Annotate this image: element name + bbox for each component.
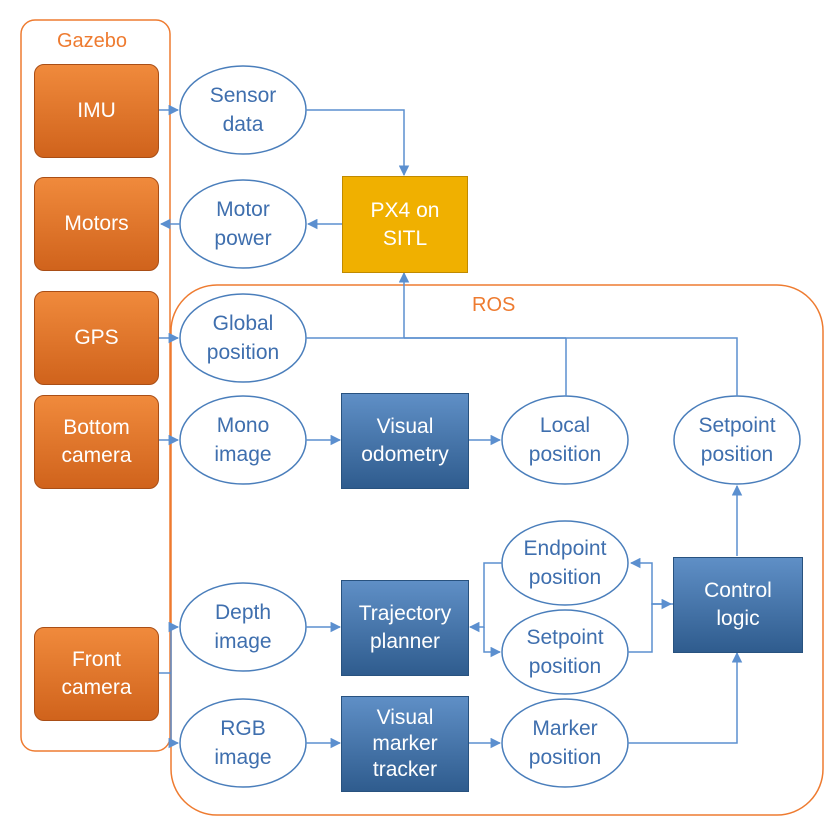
- motors-label: Motors: [64, 212, 129, 235]
- mono-image-label: Mono image: [180, 396, 306, 484]
- marker-position-line1: Marker: [532, 717, 598, 740]
- line-setpoint-position-bus: [404, 337, 738, 396]
- control-logic-block: Control logic: [673, 557, 803, 653]
- trajectory-planner-block: Trajectory planner: [341, 580, 469, 676]
- depth-image-label: Depth image: [180, 583, 306, 671]
- setpoint-position-mid-line1: Setpoint: [526, 626, 604, 649]
- setpoint-position-top-line1: Setpoint: [698, 414, 776, 437]
- visual-marker-tracker-block: Visual marker tracker: [341, 696, 469, 792]
- arrow-sensor-data-px4: [306, 109, 410, 177]
- local-position-line2: position: [528, 443, 602, 466]
- imu-block: IMU: [34, 64, 159, 158]
- control-logic-line2: logic: [716, 607, 760, 630]
- depth-image-line1: Depth: [214, 601, 272, 624]
- endpoint-position-line1: Endpoint: [523, 537, 607, 560]
- global-position-line2: position: [206, 341, 280, 364]
- motor-power-label: Motor power: [180, 180, 306, 268]
- imu-label: IMU: [77, 99, 116, 122]
- sensor-data-line2: data: [222, 113, 264, 136]
- arrow-marker-position-control-logic: [628, 651, 743, 744]
- mono-image-line2: image: [214, 443, 272, 466]
- gps-label: GPS: [74, 326, 119, 349]
- endpoint-position-line2: position: [528, 566, 602, 589]
- global-position-label: Global position: [180, 294, 306, 382]
- arrow-setpoint-mid-control-logic: [628, 598, 673, 653]
- bottom-camera-label-line2: camera: [61, 444, 132, 467]
- front-camera-label-line1: Front: [71, 648, 121, 671]
- setpoint-position-mid-line2: position: [528, 655, 602, 678]
- setpoint-position-top-line2: position: [700, 443, 774, 466]
- endpoint-position-label: Endpoint position: [502, 521, 628, 605]
- control-logic-line1: Control: [704, 579, 772, 602]
- visual-odometry-block: Visual odometry: [341, 393, 469, 489]
- local-position-ellipse: [501, 395, 629, 485]
- arrow-control-logic-endpoint: [629, 557, 673, 605]
- arrow-front-camera-depth: [168, 621, 180, 743]
- visual-marker-tracker-line3: tracker: [372, 758, 438, 781]
- depth-image-line2: image: [214, 630, 272, 653]
- bottom-camera-label-line1: Bottom: [63, 416, 130, 439]
- arrow-planner-to-setpoint-mid: [483, 627, 502, 658]
- motors-block: Motors: [34, 177, 159, 271]
- global-position-line1: Global: [212, 312, 274, 335]
- gps-block: GPS: [34, 291, 159, 385]
- motor-power-line2: power: [214, 227, 272, 250]
- setpoint-position-mid-label: Setpoint position: [502, 610, 628, 694]
- px4-sitl-block: PX4 on SITL: [342, 176, 468, 273]
- mono-image-line1: Mono: [216, 414, 270, 437]
- trajectory-planner-line2: planner: [369, 630, 441, 653]
- visual-marker-tracker-line2: marker: [372, 732, 438, 755]
- sensor-data-label: Sensor data: [180, 66, 306, 154]
- px4-label-line2: SITL: [382, 226, 428, 250]
- ros-title: ROS: [472, 294, 516, 316]
- visual-odometry-line1: Visual: [376, 415, 434, 438]
- front-camera-block: Front camera: [34, 627, 159, 721]
- sensor-data-line1: Sensor: [209, 84, 277, 107]
- marker-position-label: Marker position: [502, 699, 628, 787]
- rgb-image-label: RGB image: [180, 699, 306, 787]
- front-camera-label-line2: camera: [61, 676, 132, 699]
- gazebo-group-border: [20, 19, 171, 752]
- arrow-endpoint-to-planner: [468, 562, 502, 633]
- px4-label-line1: PX4 on: [370, 198, 440, 222]
- local-position-label: Local position: [502, 396, 628, 484]
- rgb-image-line2: image: [214, 746, 272, 769]
- trajectory-planner-line1: Trajectory: [358, 602, 452, 625]
- visual-marker-tracker-line1: Visual: [376, 706, 434, 729]
- marker-position-line2: position: [528, 746, 602, 769]
- ros-group-border: [170, 284, 824, 816]
- bottom-camera-block: Bottom camera: [34, 395, 159, 489]
- setpoint-position-top-label: Setpoint position: [674, 396, 800, 484]
- rgb-image-line1: RGB: [220, 717, 266, 740]
- visual-odometry-line2: odometry: [361, 443, 449, 466]
- gazebo-title: Gazebo: [57, 30, 128, 52]
- motor-power-line1: Motor: [216, 198, 270, 221]
- local-position-line1: Local: [539, 414, 591, 437]
